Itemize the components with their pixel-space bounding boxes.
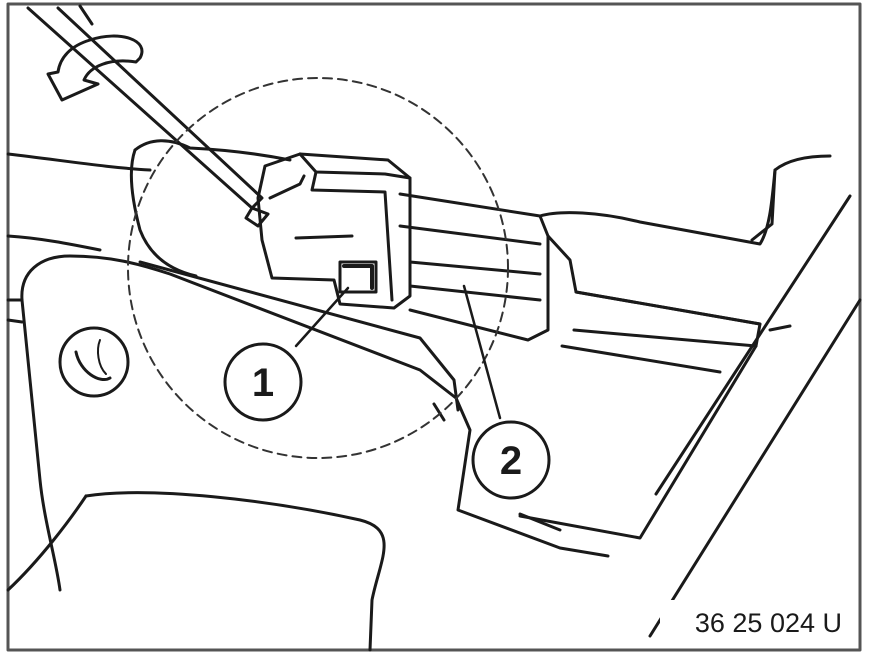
upper-bar [6, 139, 292, 278]
retaining-clip [256, 152, 412, 310]
mounting-bracket [6, 254, 610, 652]
callout-2: 2 [471, 420, 551, 500]
callout-1: 1 [223, 342, 303, 422]
detail-circle [127, 77, 509, 459]
mounting-hole [58, 326, 130, 398]
leader-line-1 [294, 286, 350, 348]
callout-2-label: 2 [500, 439, 522, 483]
reference-code: 36 25 024 U [695, 608, 842, 638]
rotation-arrow-icon [46, 34, 144, 102]
figure-border [6, 2, 862, 652]
callout-1-label: 1 [252, 361, 274, 405]
clip-window [338, 260, 378, 294]
right-housing [518, 154, 862, 638]
leader-line-2 [462, 284, 502, 420]
